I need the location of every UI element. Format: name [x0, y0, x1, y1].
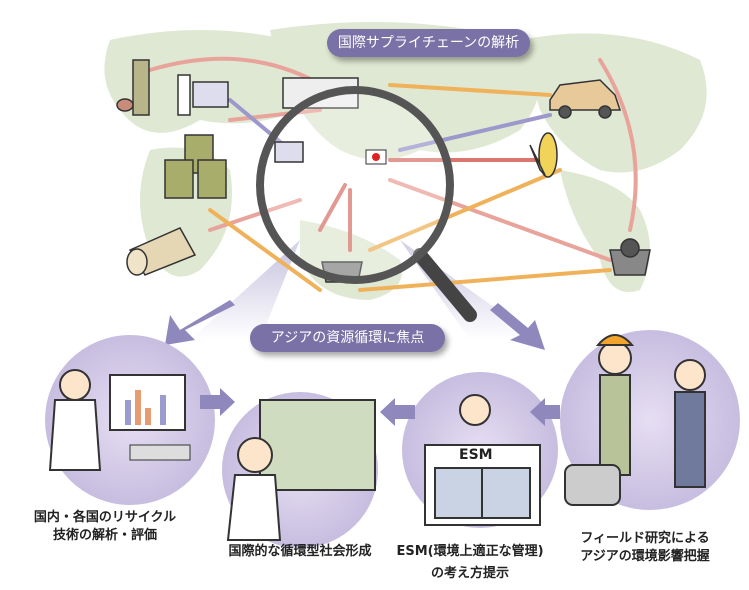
log-icon: [126, 227, 197, 276]
trade-arrows: [148, 56, 638, 292]
esm-board-label: ESM: [459, 447, 493, 463]
chart-monitor-icon: [109, 374, 191, 461]
caption-line: アジアの環境影響把握: [580, 549, 710, 564]
esm-board: [424, 394, 541, 526]
caption-esm: ESM(環境上適正な管理) の考え方提示: [395, 543, 545, 583]
caption-line: ESM(環境上適正な管理): [396, 544, 544, 559]
caption-field: フィールド研究による アジアの環境影響把握: [570, 530, 720, 566]
corn-icon: [529, 132, 558, 178]
oil-drums-icon: [164, 134, 227, 199]
caption-recycling: 国内・各国のリサイクル 技術の解析・評価: [30, 509, 180, 545]
focus-beam-left: [190, 240, 300, 340]
supply-chain-banner: 国際サプライチェーンの解析: [327, 29, 530, 57]
caption-line: 国際的な循環型社会形成: [228, 544, 372, 559]
caption-line: 国内・各国のリサイクル: [33, 510, 177, 525]
researcher-figure: [48, 369, 102, 471]
computer-icon: [177, 74, 229, 116]
arrow-esm-to-society: [380, 398, 415, 426]
magnifying-glass: [256, 86, 477, 322]
caption-line: 技術の解析・評価: [52, 528, 157, 543]
wine-bottle-icon: [116, 59, 150, 116]
caption-line: の考え方提示: [430, 566, 509, 581]
arrow-to-field: [490, 303, 545, 350]
arrow-to-recycling: [165, 300, 235, 345]
teacher-figure: [226, 399, 376, 541]
car-icon: [549, 79, 622, 119]
asia-focus-banner: アジアの資源循環に焦点: [250, 324, 445, 352]
caption-line: フィールド研究による: [580, 531, 710, 546]
field-workers: [564, 334, 706, 506]
caption-society: 国際的な循環型社会形成: [220, 543, 380, 561]
factory-computer-icon: [274, 141, 304, 163]
arrow-recycling-to-society: [200, 388, 235, 416]
japan-flag-icon: [365, 149, 387, 165]
arrow-field-to-esm: [530, 398, 560, 426]
mine-cart-icon: [609, 238, 651, 276]
